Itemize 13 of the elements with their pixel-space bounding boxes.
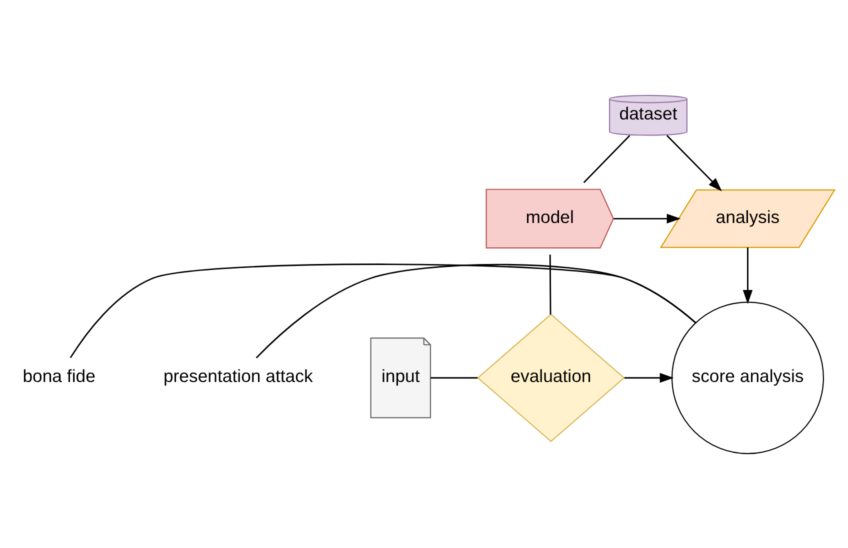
node-diamond: evaluation bbox=[477, 313, 625, 442]
arrow bbox=[742, 246, 753, 304]
connector bbox=[430, 376, 478, 378]
connector bbox=[549, 254, 552, 314]
connector bbox=[256, 263, 696, 358]
arrow bbox=[666, 134, 722, 191]
node-circle: score analysis bbox=[671, 301, 824, 454]
node-text: presentation attack bbox=[163, 366, 313, 386]
connector bbox=[583, 134, 630, 183]
arrow bbox=[614, 213, 681, 224]
node-text: bona fide bbox=[22, 366, 96, 386]
arrow bbox=[624, 372, 674, 382]
connector bbox=[70, 263, 696, 358]
